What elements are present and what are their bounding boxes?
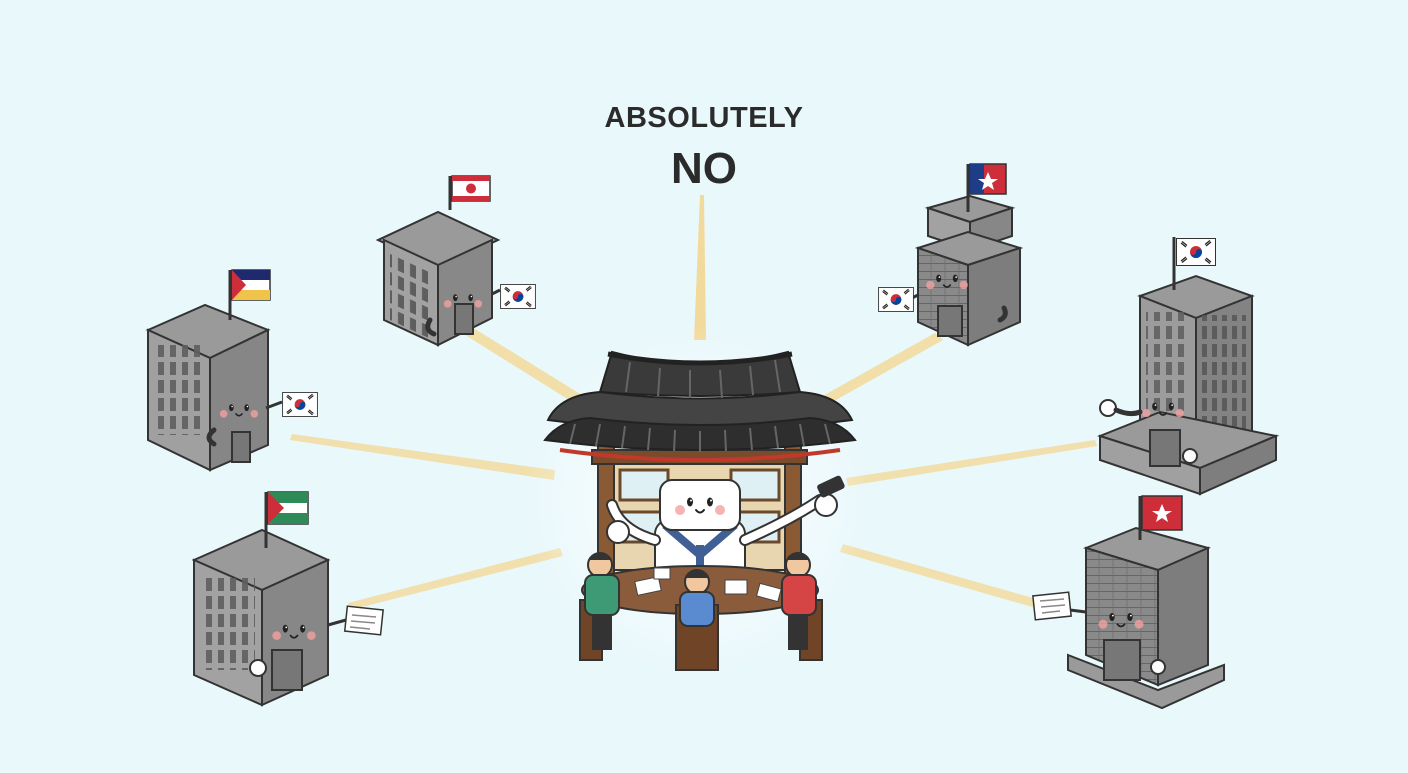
korean-flag-icon [282,392,318,417]
building-top-right [878,163,1024,347]
korean-flag-icon [500,284,536,309]
ray-right [846,440,1097,486]
ray-top [694,195,706,340]
megaphone-icon [1099,399,1117,417]
building-right [1097,237,1280,496]
korean-flag-icon [878,287,914,312]
building-left [145,269,318,472]
ray-bottom-right [840,544,1040,608]
ray-bottom-left [348,548,563,610]
ray-top-right [812,333,943,410]
ray-top-left [462,326,590,408]
light-rays [290,195,1097,610]
document-icon [343,605,384,636]
building-top-left [375,175,536,347]
headline-line-1: ABSOLUTELY [604,102,804,134]
negotiation-table [579,552,823,671]
building-bottom-left [191,491,384,707]
ray-left [290,434,555,480]
headline-line-2: NO [671,144,737,193]
building-bottom-right [1032,495,1225,710]
korean-flag-icon [1176,237,1216,267]
